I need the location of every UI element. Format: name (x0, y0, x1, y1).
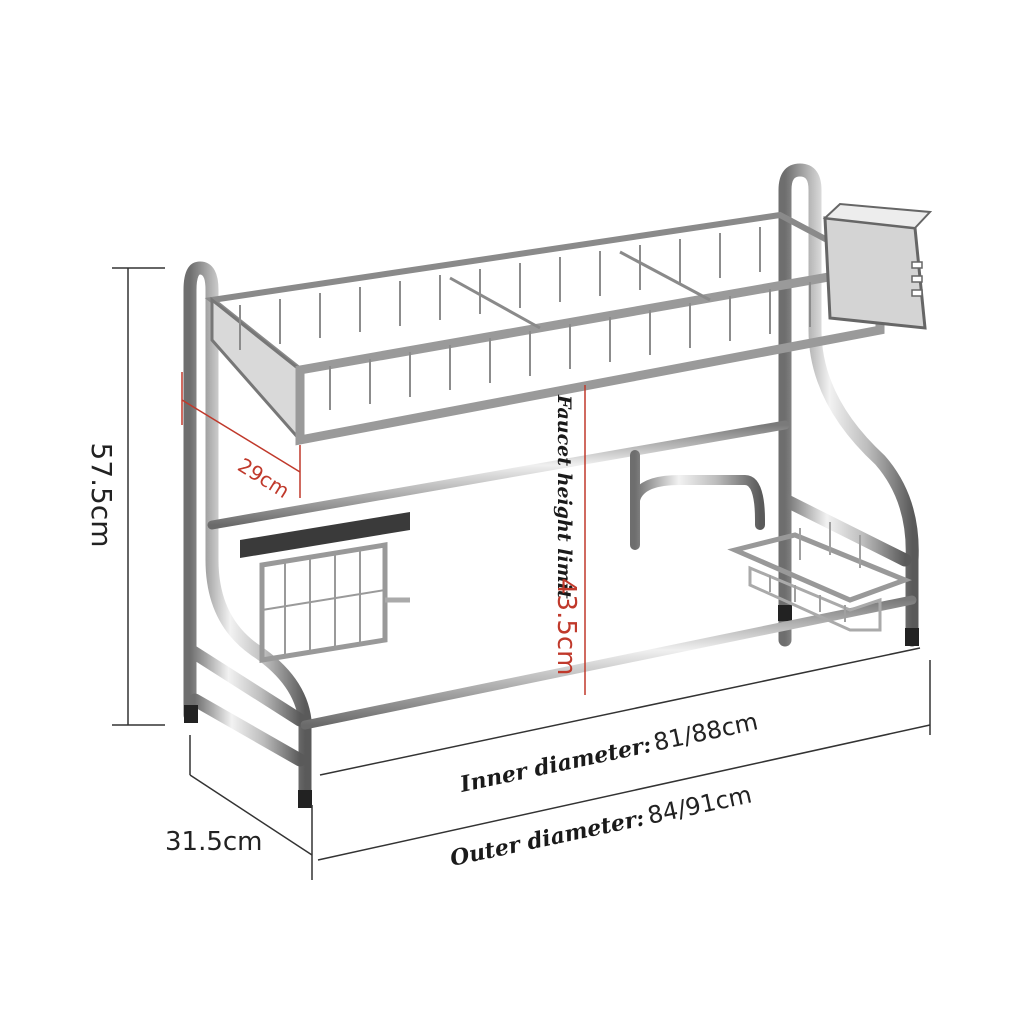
dimension-lines (112, 267, 931, 880)
left-side-frame (183, 261, 312, 807)
upper-dish-basket (204, 211, 890, 446)
left-foot (184, 705, 198, 723)
faucet-height-label: Faucet height limit 43.5cm (551, 394, 581, 676)
lower-left-basket (240, 512, 410, 663)
inner-diameter-prefix: Inner diameter: (457, 732, 654, 798)
basket-depth-label: 29cm (234, 453, 294, 503)
lower-right-basket (727, 522, 912, 632)
right-back-foot (778, 605, 792, 621)
bottom-rails (207, 420, 917, 730)
right-side-frame (778, 163, 919, 647)
cutting-board-hook (630, 425, 765, 550)
total-depth-label: 31.5cm (165, 827, 263, 857)
utensil-holder (822, 202, 933, 330)
right-foot (905, 628, 919, 646)
left-front-foot (298, 790, 312, 808)
outer-diameter-value: 84/91cm (645, 780, 754, 829)
basket-depth-marker (181, 372, 301, 498)
dish-rack-illustration (183, 163, 933, 808)
faucet-height-value: 43.5cm (551, 578, 581, 676)
faucet-height-prefix: Faucet height limit (553, 394, 575, 599)
outer-diameter-label: Outer diameter: 84/91cm (448, 780, 754, 872)
inner-diameter-label: Inner diameter: 81/88cm (457, 707, 760, 798)
total-height-label: 57.5cm (85, 442, 118, 547)
outer-diameter-prefix: Outer diameter: (448, 805, 647, 872)
inner-diameter-value: 81/88cm (651, 707, 760, 756)
